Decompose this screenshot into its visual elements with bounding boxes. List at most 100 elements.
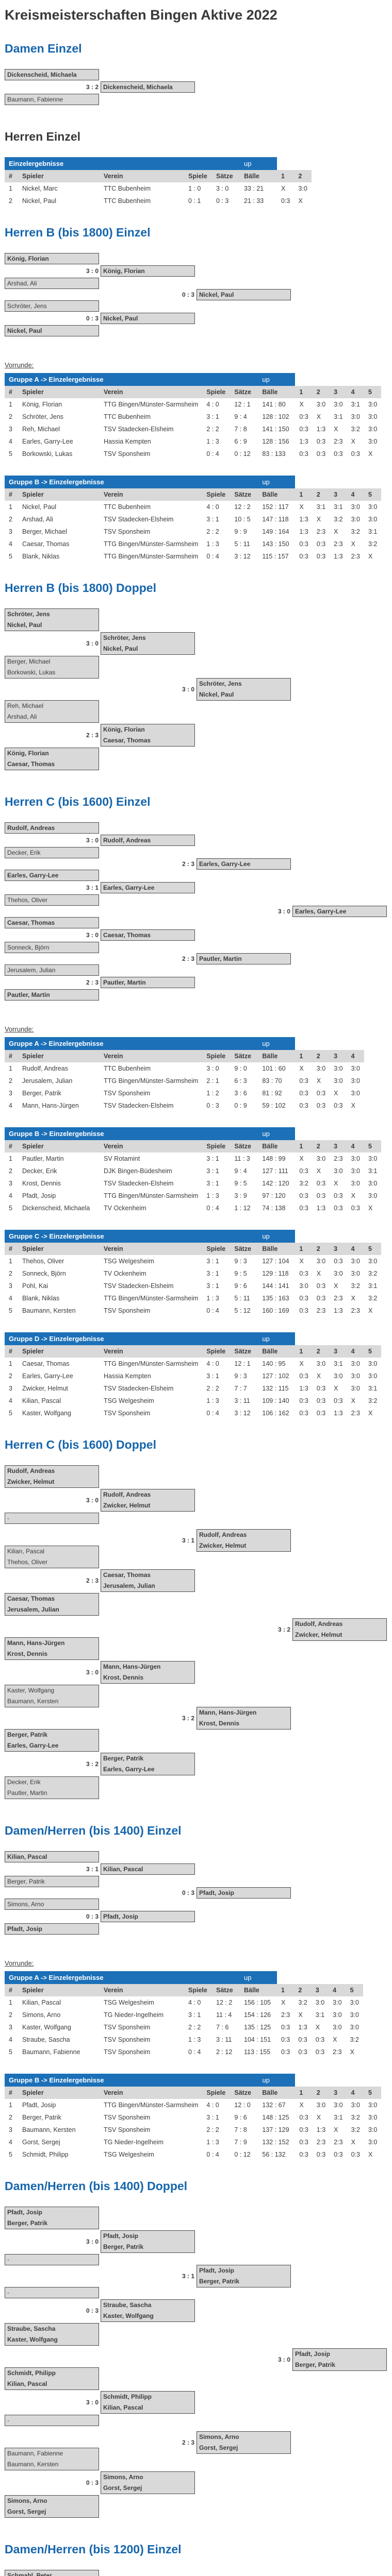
matrix-cell: 3:0 xyxy=(368,516,378,523)
table-title-link[interactable]: Gruppe A -> Einzelergebnisse xyxy=(5,1037,258,1050)
player-rank: 3 xyxy=(9,2126,12,2133)
player-name: Earles, Garry-Lee xyxy=(22,1372,73,1380)
balls-cell: 109 : 140 xyxy=(262,1397,289,1404)
column-header: 5 xyxy=(364,1243,382,1255)
up-link[interactable]: up xyxy=(258,1332,296,1345)
match-score: 3 : 0 xyxy=(86,931,99,939)
match-score: 3 : 0 xyxy=(86,267,99,275)
player-name: Berger, Patrik xyxy=(7,1878,45,1885)
matrix-cell: 1:3 xyxy=(316,1205,326,1212)
player-name: Baumann, Fabienne xyxy=(7,96,63,103)
table-title-link[interactable]: Gruppe B -> Einzelergebnisse xyxy=(5,2074,258,2087)
up-link[interactable]: up xyxy=(240,157,277,170)
table-title-link[interactable]: Gruppe B -> Einzelergebnisse xyxy=(5,476,258,488)
matrix-cell: 0:3 xyxy=(299,1270,308,1277)
up-link[interactable]: up xyxy=(258,476,296,488)
column-header: # xyxy=(5,1984,18,1996)
matrix-cell: 3:0 xyxy=(315,1999,325,2006)
up-link[interactable]: up xyxy=(258,1230,296,1243)
player-name: Zwicker, Helmut xyxy=(199,1542,247,1549)
player-name: Caesar, Thomas xyxy=(22,540,70,548)
table-title-link[interactable]: Gruppe B -> Einzelergebnisse xyxy=(5,1127,258,1140)
sets-cell: 9 : 4 xyxy=(234,413,247,420)
table-title-link[interactable]: Gruppe A -> Einzelergebnisse xyxy=(5,1971,240,1984)
table-title-link[interactable]: Gruppe C -> Einzelergebnisse xyxy=(5,1230,258,1243)
player-name: Kaster, Wolfgang xyxy=(22,2024,71,2031)
bracket-winner-box: Nickel, Paul xyxy=(197,289,291,300)
player-name: Krost, Dennis xyxy=(22,1180,61,1187)
player-rank: 3 xyxy=(9,1180,12,1187)
bracket-slot-box: Sonneck, Björn xyxy=(5,942,99,953)
player-name: Simons, Arno xyxy=(22,2011,61,2019)
player-name: Kilian, Pascal xyxy=(7,1548,45,1555)
column-header: Spieler xyxy=(18,1140,100,1153)
up-link[interactable]: up xyxy=(258,373,296,386)
matrix-cell: 3:1 xyxy=(334,1360,343,1367)
matrix-cell: X xyxy=(334,1385,338,1392)
section-heading: Damen Einzel xyxy=(5,42,82,55)
matrix-cell: X xyxy=(368,2151,373,2158)
player-name: Baumann, Kersten xyxy=(7,1698,59,1705)
match-score: 0 : 3 xyxy=(182,291,194,298)
column-header: Spieler xyxy=(18,386,100,398)
player-name: Krost, Dennis xyxy=(199,1720,240,1727)
matrix-cell: X xyxy=(334,528,338,535)
player-rank: 5 xyxy=(9,450,12,457)
matrix-cell: 2:3 xyxy=(334,1295,343,1302)
up-link[interactable]: up xyxy=(258,1127,296,1140)
column-header: Verein xyxy=(100,1140,203,1153)
player-name: Earles, Garry-Lee xyxy=(103,1766,155,1773)
up-link[interactable]: up xyxy=(240,1971,277,1984)
player-name: Nickel, Marc xyxy=(22,185,58,192)
matrix-cell: X xyxy=(368,1205,373,1212)
table-title-link[interactable]: Gruppe A -> Einzelergebnisse xyxy=(5,373,258,386)
club-name: TSV Sponsheim xyxy=(104,528,151,535)
vorrunde-text: Vorrunde: xyxy=(5,361,34,369)
matrix-cell: 3:0 xyxy=(351,1385,360,1392)
matrix-cell: 3:0 xyxy=(334,1167,343,1175)
player-name: Decker, Erik xyxy=(7,1778,41,1786)
matrix-cell: 0:3 xyxy=(299,2114,308,2121)
column-header: Verein xyxy=(100,1984,184,1996)
matrix-cell: X xyxy=(351,1192,355,1199)
player-name: Berger, Patrik xyxy=(22,2114,61,2121)
matrix-cell: 3:2 xyxy=(368,1270,378,1277)
up-link[interactable]: up xyxy=(258,1037,296,1050)
matrix-cell: 3:0 xyxy=(351,1360,360,1367)
match-score: 0 : 3 xyxy=(86,315,99,322)
column-header: Bälle xyxy=(258,1050,296,1062)
up-link[interactable]: up xyxy=(258,2074,296,2087)
match-score: 2 : 3 xyxy=(86,732,99,739)
matrix-cell: 0:3 xyxy=(315,2048,325,2056)
player-name: Kilian, Pascal xyxy=(7,2380,47,2387)
matrix-cell: 3:0 xyxy=(316,1065,326,1072)
table-title-link[interactable]: Einzelergebnisse xyxy=(5,157,240,170)
bracket-slot-box: Schröter, Jens xyxy=(5,300,99,312)
player-name: Pautler, Martin xyxy=(7,991,50,998)
matrix-cell: 1:3 xyxy=(299,438,308,445)
column-header: 2 xyxy=(312,488,330,501)
games-cell: 4 : 0 xyxy=(188,1999,201,2006)
player-rank: 1 xyxy=(9,1360,12,1367)
matrix-cell: X xyxy=(334,426,338,433)
balls-cell: 74 : 138 xyxy=(262,1205,286,1212)
matrix-cell: 3:0 xyxy=(368,1192,378,1199)
table-title-link[interactable]: Gruppe D -> Einzelergebnisse xyxy=(5,1332,258,1345)
player-name: Sonneck, Björn xyxy=(22,1270,66,1277)
club-name: TTG Bingen/Münster-Sarmsheim xyxy=(104,1360,199,1367)
club-name: TTC Bubenheim xyxy=(104,503,151,511)
column-header: Sätze xyxy=(212,170,240,182)
column-header: 4 xyxy=(347,488,364,501)
